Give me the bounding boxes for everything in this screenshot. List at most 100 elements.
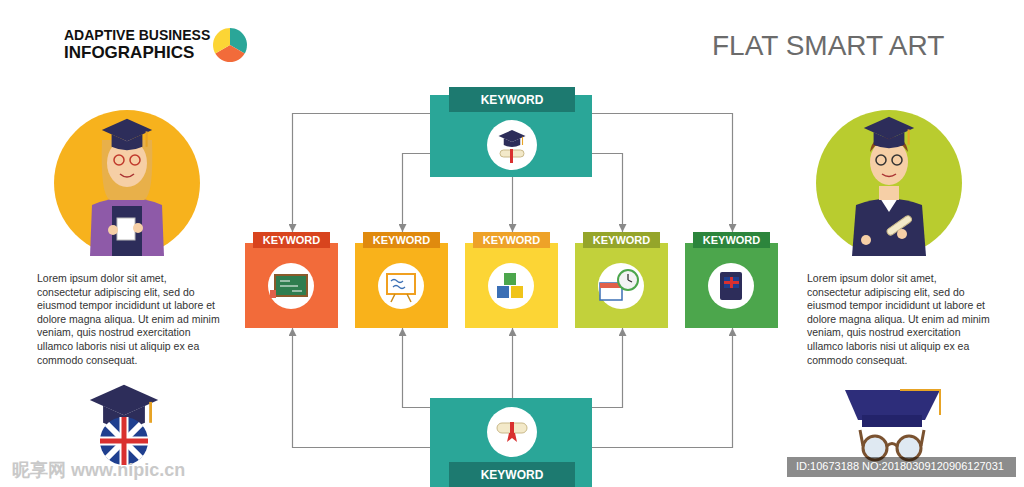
- big-cap-base: [862, 415, 922, 427]
- box-body: [430, 398, 592, 487]
- keyword-box: KEYWORD: [355, 232, 448, 328]
- keyword-tab: KEYWORD: [449, 87, 575, 112]
- cap-tassel: [900, 390, 940, 415]
- diploma-ribbon: [507, 433, 517, 442]
- icon-circle: [708, 263, 754, 309]
- block: [497, 286, 509, 298]
- icon-circle: [488, 263, 534, 309]
- keyword-text: KEYWORD: [481, 93, 544, 107]
- man-neck: [879, 186, 899, 200]
- keyword-tab: KEYWORD: [253, 232, 330, 248]
- connector-arrow: [592, 328, 623, 408]
- keyword-tab: KEYWORD: [363, 232, 440, 248]
- cap-tassel: [908, 129, 910, 144]
- board-legs: [391, 294, 411, 302]
- keyword-text: KEYWORD: [481, 468, 544, 482]
- cap-base: [504, 138, 521, 147]
- hand: [861, 235, 871, 245]
- icon-circle: [268, 263, 314, 309]
- flag-cross: [100, 417, 148, 465]
- hand: [897, 229, 907, 239]
- block: [511, 286, 523, 298]
- woman-body: [90, 198, 164, 257]
- glasses: [897, 436, 921, 460]
- keyword-text: KEYWORD: [373, 234, 430, 246]
- title: FLAT SMART ART: [712, 30, 944, 62]
- cap-top: [499, 130, 526, 142]
- diploma-ribbon: [510, 422, 514, 434]
- cap-top: [864, 117, 914, 139]
- block: [504, 273, 516, 285]
- connector-arrow: [512, 328, 513, 398]
- icon-circle: [598, 263, 644, 309]
- box-body: [245, 243, 338, 328]
- glasses: [114, 155, 124, 165]
- diploma-ribbon: [510, 149, 513, 163]
- cap-base: [112, 134, 143, 150]
- connector-arrow: [512, 177, 513, 232]
- connector-arrow: [403, 328, 431, 408]
- keyword-text: KEYWORD: [483, 234, 540, 246]
- body-text: Lorem ipsum dolor sit amet, consectetur …: [807, 272, 993, 367]
- connector-arrow: [592, 154, 623, 233]
- portrait-circle: [54, 110, 200, 256]
- whiteboard: [387, 274, 415, 294]
- cap-tassel: [149, 402, 152, 423]
- book: [270, 290, 276, 298]
- brand-text: INFOGRAPHICS: [64, 43, 194, 63]
- smile: [882, 174, 896, 177]
- brand-text: ADAPTIVE BUSINESS: [64, 27, 210, 43]
- keyword-tab: KEYWORD: [693, 232, 770, 248]
- hand: [108, 225, 118, 235]
- keyword-text: KEYWORD: [703, 234, 760, 246]
- connector-arrow: [592, 114, 733, 233]
- man-gown: [852, 199, 926, 257]
- diploma-roll: [497, 423, 527, 433]
- flag-ball: [100, 417, 148, 465]
- glasses: [892, 155, 902, 165]
- portrait-circle: [816, 110, 962, 256]
- keyword-box: KEYWORD: [575, 232, 668, 328]
- glasses-frame: [860, 430, 924, 446]
- keyword-box: KEYWORD: [685, 232, 778, 328]
- glasses: [876, 155, 886, 165]
- cap-tassel: [522, 137, 523, 145]
- keyword-box: KEYWORD: [430, 398, 592, 487]
- cap-top: [102, 119, 152, 141]
- glasses: [863, 436, 887, 460]
- keyword-box: KEYWORD: [245, 232, 338, 328]
- icon-circle: [378, 263, 424, 309]
- keyword-tab: KEYWORD: [583, 232, 660, 248]
- book-flag: [724, 277, 739, 288]
- body-text: Lorem ipsum dolor sit amet, consectetur …: [37, 272, 223, 367]
- chalkboard: [275, 275, 307, 296]
- connector-arrow: [293, 114, 431, 233]
- cap-base: [874, 132, 905, 148]
- watermark: 昵享网 www.nipic.cn: [12, 458, 185, 482]
- connector-arrow: [403, 154, 431, 233]
- keyword-text: KEYWORD: [593, 234, 650, 246]
- keyword-box: KEYWORD: [465, 232, 558, 328]
- glasses: [130, 155, 140, 165]
- logo-slice: [213, 28, 230, 54]
- watermark-band: [787, 457, 1016, 477]
- book: [720, 272, 742, 300]
- connector-arrow: [293, 328, 431, 448]
- hand: [133, 223, 143, 233]
- box-body: [575, 243, 668, 328]
- cap-tassel: [146, 131, 148, 146]
- book-flag-cross: [724, 277, 739, 288]
- flag-cross: [100, 417, 148, 465]
- paper: [117, 218, 135, 240]
- clock: [618, 270, 638, 290]
- man-collar: [880, 198, 898, 212]
- cap-top: [90, 385, 158, 415]
- chalk-marks: [280, 281, 302, 291]
- box-body: [465, 243, 558, 328]
- keyword-box: KEYWORD: [430, 87, 592, 177]
- keyword-tab: KEYWORD: [473, 232, 550, 248]
- box-body: [685, 243, 778, 328]
- keyword-tab: KEYWORD: [449, 462, 575, 487]
- keyword-text: KEYWORD: [263, 234, 320, 246]
